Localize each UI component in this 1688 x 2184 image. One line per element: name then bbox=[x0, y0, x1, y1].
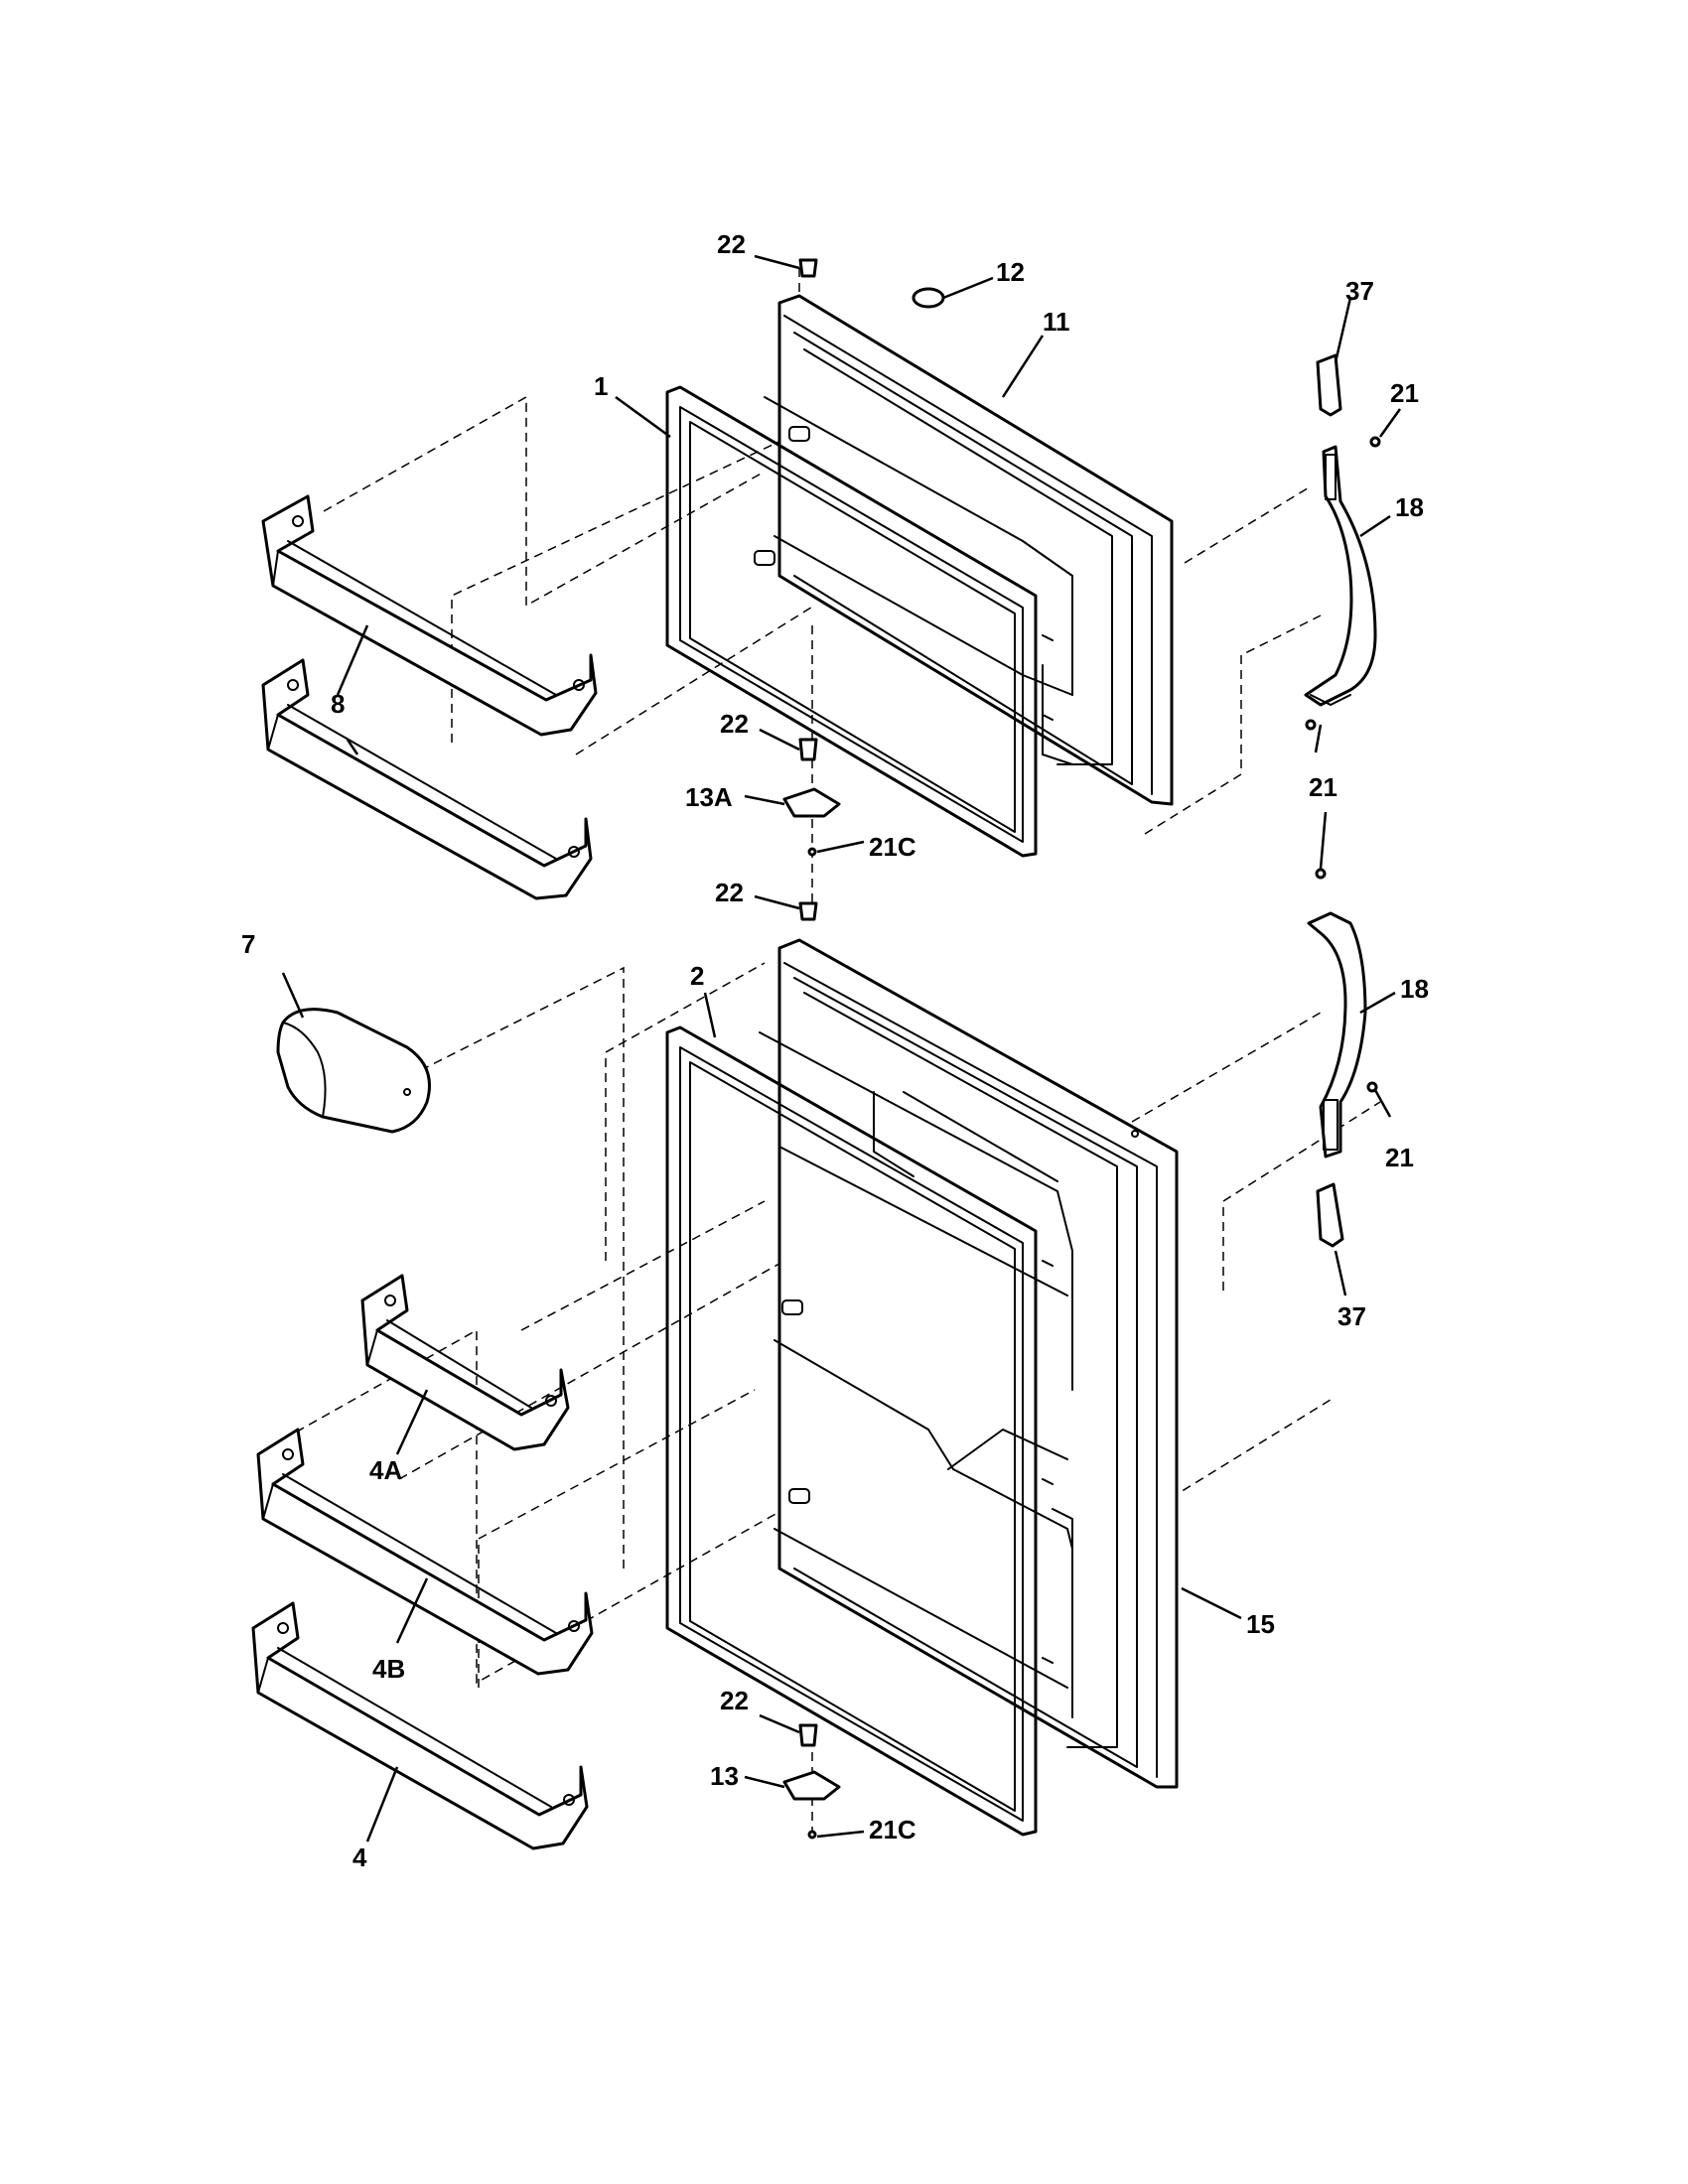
hinge-pin-bushing-22-lower-hinge bbox=[798, 1723, 818, 1747]
freezer-door-gasket-part-1 bbox=[665, 385, 1038, 858]
label-37-top: 37 bbox=[1345, 276, 1374, 306]
callout-leader-lines bbox=[281, 254, 1402, 1843]
label-4: 4 bbox=[352, 1843, 367, 1872]
label-37-bottom: 37 bbox=[1337, 1301, 1366, 1331]
label-11: 11 bbox=[1043, 307, 1070, 337]
label-22-top: 22 bbox=[717, 229, 746, 259]
label-22-lower-hinge: 22 bbox=[720, 1686, 749, 1715]
label-18-lower: 18 bbox=[1400, 974, 1429, 1004]
label-1: 1 bbox=[594, 371, 608, 401]
screw-21c-upper bbox=[807, 847, 817, 857]
label-21c-upper: 21C bbox=[869, 832, 916, 862]
door-bin-part-4 bbox=[251, 1601, 589, 1850]
hinge-pin-bushing-22-mid bbox=[798, 901, 818, 921]
screw-21-mid-b bbox=[1315, 868, 1327, 880]
screw-21-top bbox=[1369, 436, 1381, 448]
door-shelf-part-8-lower bbox=[261, 658, 593, 900]
label-22-mid: 22 bbox=[715, 878, 744, 907]
hinge-bracket-part-13 bbox=[782, 1770, 841, 1801]
label-21-low: 21 bbox=[1385, 1143, 1414, 1172]
screw-21-mid-a bbox=[1305, 719, 1317, 731]
screw-21c-lower bbox=[807, 1830, 817, 1840]
fresh-food-handle-part-18 bbox=[1307, 911, 1367, 1159]
label-7: 7 bbox=[241, 929, 255, 959]
fresh-food-door-part-15 bbox=[759, 938, 1179, 1789]
medallion-part-12 bbox=[912, 287, 945, 309]
label-4b: 4B bbox=[372, 1654, 405, 1684]
label-21c-lower: 21C bbox=[869, 1815, 916, 1844]
dairy-door-cover-part-7 bbox=[276, 1008, 431, 1134]
door-bin-part-4a bbox=[360, 1274, 570, 1451]
door-shelf-part-8-upper bbox=[261, 494, 598, 737]
fresh-food-door-gasket-part-2 bbox=[665, 1025, 1038, 1837]
label-21-mid: 21 bbox=[1309, 772, 1337, 802]
label-22-upper-hinge: 22 bbox=[720, 709, 749, 739]
screw-21-low bbox=[1366, 1081, 1378, 1093]
hinge-pin-bushing-22-upper-hinge bbox=[798, 738, 818, 761]
label-12: 12 bbox=[996, 257, 1025, 287]
callout-labels: 22 12 11 1 37 21 18 8 22 13A 21C 21 22 7… bbox=[241, 229, 1429, 1872]
door-bin-part-4b bbox=[256, 1428, 594, 1676]
label-8: 8 bbox=[331, 689, 345, 719]
handle-end-cap-part-37-top bbox=[1316, 353, 1342, 417]
label-13: 13 bbox=[710, 1761, 739, 1791]
hinge-bracket-part-13a bbox=[782, 787, 841, 818]
label-15: 15 bbox=[1246, 1609, 1275, 1639]
label-4a: 4A bbox=[369, 1455, 402, 1485]
label-18-upper: 18 bbox=[1395, 492, 1424, 522]
freezer-handle-part-18 bbox=[1304, 445, 1377, 707]
label-13a: 13A bbox=[685, 782, 733, 812]
handle-end-cap-part-37-bottom bbox=[1316, 1182, 1344, 1248]
label-2: 2 bbox=[690, 961, 704, 991]
freezer-door-part-11 bbox=[754, 294, 1174, 806]
label-21-top: 21 bbox=[1390, 378, 1419, 408]
hinge-pin-bushing-22-top bbox=[798, 258, 818, 278]
